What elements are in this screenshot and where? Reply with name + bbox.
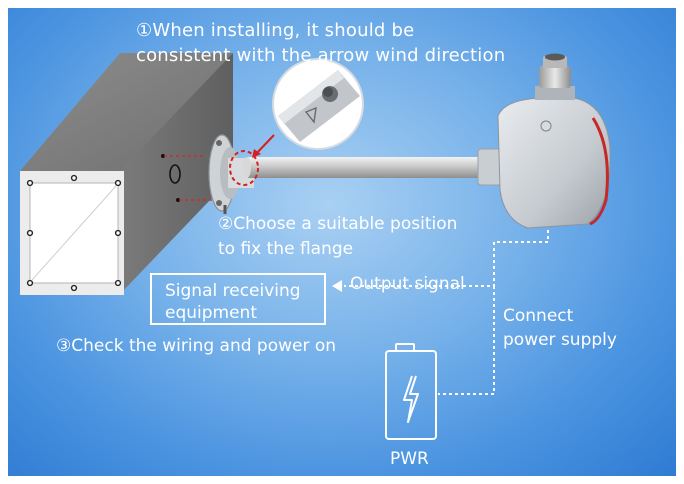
battery-lightning-icon bbox=[385, 343, 437, 440]
duct-screws bbox=[26, 174, 122, 292]
diagram-canvas: ①When installing, it should be consisten… bbox=[8, 8, 676, 476]
step2-instruction: ②Choose a suitable position to fix the f… bbox=[218, 212, 457, 262]
duct-mounting-hole bbox=[169, 164, 181, 184]
signal-receiving-equipment-box: Signal receiving equipment bbox=[150, 273, 326, 325]
duct-side-face bbox=[120, 53, 233, 294]
housing-seal-ring bbox=[589, 117, 609, 226]
step1-line1: ①When installing, it should be bbox=[136, 20, 415, 41]
pwr-label: PWR bbox=[390, 449, 429, 469]
zoom-detail bbox=[272, 58, 364, 150]
installation-illustration bbox=[20, 53, 611, 440]
signal-box-line1: Signal receiving bbox=[165, 281, 301, 301]
probe-opening-highlight bbox=[229, 150, 259, 186]
transmitter-housing bbox=[477, 53, 611, 229]
step1-instruction: ①When installing, it should be consisten… bbox=[136, 18, 505, 68]
step3-instruction: ③Check the wiring and power on bbox=[56, 336, 337, 356]
step1-line2: consistent with the arrow wind direction bbox=[136, 45, 506, 66]
step2-line1: ②Choose a suitable position bbox=[218, 214, 458, 234]
duct-panel-diagonal bbox=[31, 185, 117, 281]
duct-top-face bbox=[20, 53, 233, 171]
air-duct bbox=[20, 53, 233, 295]
probe-rod bbox=[248, 157, 488, 178]
cable-gland bbox=[539, 66, 571, 88]
connect-power-supply-label: Connect power supply bbox=[503, 304, 617, 352]
connect-line2: power supply bbox=[503, 330, 617, 350]
signal-wire bbox=[344, 230, 549, 287]
step2-line2: to fix the flange bbox=[218, 239, 354, 259]
power-wire bbox=[438, 286, 495, 395]
output-signal-label: Output signal bbox=[350, 274, 465, 294]
arrow-left-icon bbox=[332, 280, 342, 292]
wiring-paths bbox=[344, 230, 549, 395]
signal-box-line2: equipment bbox=[165, 303, 257, 323]
connect-line1: Connect bbox=[503, 306, 574, 326]
wind-direction-arrow-icon bbox=[304, 106, 317, 124]
